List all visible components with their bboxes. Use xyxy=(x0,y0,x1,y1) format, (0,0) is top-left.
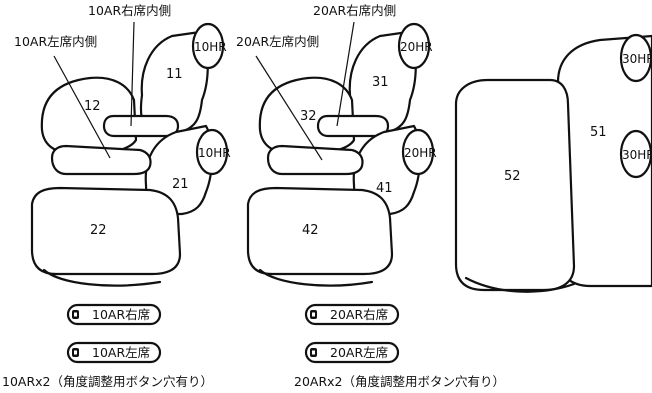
armrest-strip-middle xyxy=(266,144,364,176)
part-number-32: 32 xyxy=(300,109,317,124)
headrest-10hr-lower xyxy=(195,128,229,176)
middle-seat-set: 31 32 41 42 20HR 20HR 20AR右席内側 20AR左席内側 … xyxy=(236,3,505,389)
callout-10ar-right-inner: 10AR右席内側 xyxy=(88,3,171,18)
part-number-41: 41 xyxy=(376,181,393,196)
armrest-pad-12 xyxy=(102,114,180,138)
left-seat-set: 11 12 21 22 10HR 10HR 10AR右席内側 10AR左席内側 … xyxy=(2,3,231,389)
callout-20ar-right-inner: 20AR右席内側 xyxy=(313,3,396,18)
cushion-42 xyxy=(246,186,394,276)
button-20ar-left: 20AR左席 xyxy=(304,341,400,364)
headrest-label-30-lower: 30HR xyxy=(622,148,652,162)
right-seat-set: 51 52 30HR 30HR xyxy=(454,33,652,293)
headrest-label-20-upper: 20HR xyxy=(400,40,433,54)
part-number-52: 52 xyxy=(504,169,521,184)
headrest-30hr-lower xyxy=(619,129,652,179)
button-10ar-left: 10AR左席 xyxy=(66,341,162,364)
part-number-22: 22 xyxy=(90,223,107,238)
headrest-label-lower: 10HR xyxy=(198,146,231,160)
button-20ar-right: 20AR右席 xyxy=(304,303,400,326)
armrest-strip xyxy=(50,144,152,176)
headrest-30hr-upper xyxy=(619,33,652,83)
headrest-20hr-upper xyxy=(397,22,431,70)
svg-text:20AR右席: 20AR右席 xyxy=(330,307,388,322)
armrest-pad-32 xyxy=(316,114,390,138)
caption-20arx2: 20ARx2（角度調整用ボタン穴有り） xyxy=(294,374,505,389)
part-number-31: 31 xyxy=(372,75,389,90)
svg-text:10AR右席: 10AR右席 xyxy=(92,307,150,322)
headrest-20hr-lower xyxy=(401,128,435,176)
button-10ar-right: 10AR右席 xyxy=(66,303,162,326)
part-number-51: 51 xyxy=(590,125,607,140)
cushion-22 xyxy=(30,186,182,276)
svg-text:20AR左席: 20AR左席 xyxy=(330,345,388,360)
part-number-42: 42 xyxy=(302,223,319,238)
svg-text:10AR左席: 10AR左席 xyxy=(92,345,150,360)
headrest-label-20-lower: 20HR xyxy=(404,146,437,160)
part-number-21: 21 xyxy=(172,177,189,192)
callout-20ar-left-inner: 20AR左席内側 xyxy=(236,34,319,49)
part-number-11: 11 xyxy=(166,67,183,82)
headrest-10hr-upper xyxy=(191,22,225,70)
headrest-label-30-upper: 30HR xyxy=(622,52,652,66)
cushion-52 xyxy=(454,78,576,292)
callout-10ar-left-inner: 10AR左席内側 xyxy=(14,34,97,49)
caption-10arx2: 10ARx2（角度調整用ボタン穴有り） xyxy=(2,374,213,389)
part-number-12: 12 xyxy=(84,99,101,114)
headrest-label-upper: 10HR xyxy=(194,40,227,54)
